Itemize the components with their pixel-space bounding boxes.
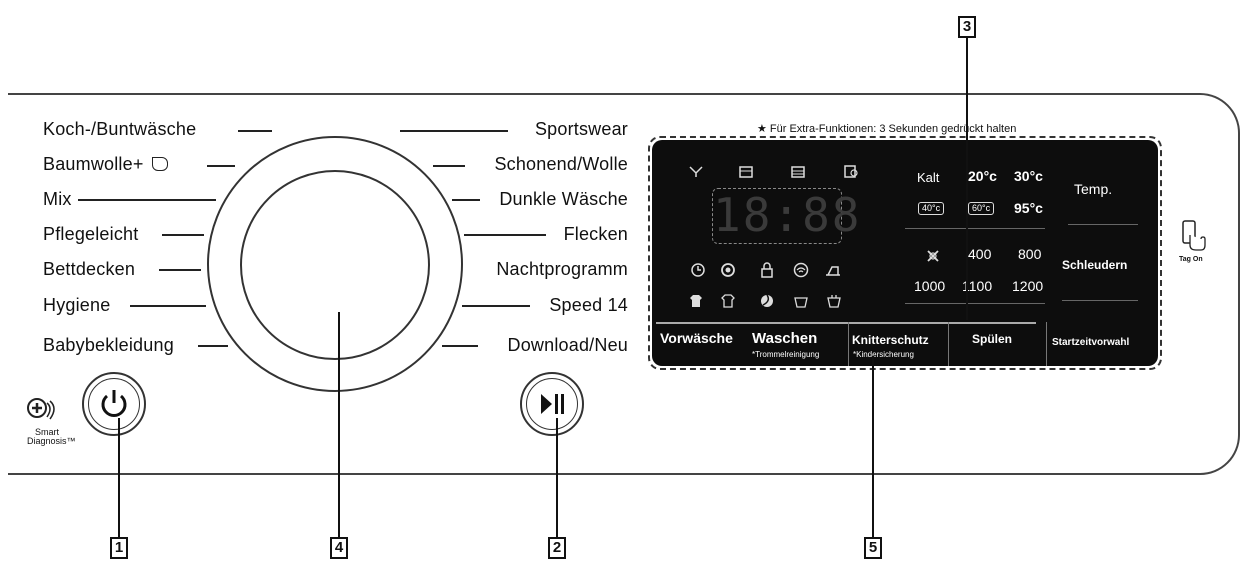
bottom-divider-3 xyxy=(1046,322,1047,366)
program-label-left-6: Babybekleidung xyxy=(43,335,174,355)
bottom-divider-2 xyxy=(948,322,949,366)
control-panel xyxy=(8,93,1240,475)
bottom-separator xyxy=(656,322,1036,324)
anti-crease-subtext: *Kindersicherung xyxy=(853,350,914,359)
program-label-left-4: Bettdecken xyxy=(43,259,136,279)
spin-option-1100: 1100 xyxy=(962,278,993,294)
program-tick-right-3 xyxy=(464,234,546,236)
prewash-icon xyxy=(688,163,704,181)
program-label-right-0: Sportswear xyxy=(534,119,628,139)
callout-1-line xyxy=(118,418,120,537)
steam-icon xyxy=(824,262,842,280)
program-label-left-1: Baumwolle+ xyxy=(43,154,168,174)
callout-1: 1 xyxy=(110,537,128,559)
prewash-button[interactable]: Vorwäsche xyxy=(660,330,733,346)
handwash-icon xyxy=(826,293,842,311)
program-tick-right-2 xyxy=(452,199,480,201)
temp-separator xyxy=(905,228,1045,229)
program-label-left-3: Pflegeleicht xyxy=(43,224,139,244)
child-lock-icon xyxy=(759,262,775,280)
program-label-right-6: Download/Neu xyxy=(507,335,628,355)
program-label-left-2: Mix xyxy=(43,189,72,209)
program-tick-right-6 xyxy=(442,345,478,347)
wash-button[interactable]: Waschen xyxy=(752,330,818,347)
wash-subtext: *Trommelreinigung xyxy=(752,350,820,359)
program-tick-right-5 xyxy=(462,305,530,307)
program-tick-left-2 xyxy=(78,199,216,201)
program-tick-left-5 xyxy=(130,305,206,307)
program-dial[interactable] xyxy=(207,136,463,392)
program-tick-left-6 xyxy=(198,345,228,347)
anti-crease-button[interactable]: Knitterschutz xyxy=(852,333,929,347)
display-panel xyxy=(652,140,1158,366)
spin-option-400: 400 xyxy=(968,246,992,262)
delay-start-button[interactable]: Startzeitvorwahl xyxy=(1052,337,1130,348)
temp-button[interactable]: Temp. xyxy=(1074,181,1113,197)
program-label-left-5: Hygiene xyxy=(43,295,111,315)
program-dial-center[interactable] xyxy=(240,170,430,360)
cloud-icon xyxy=(151,157,168,171)
wash-icon xyxy=(738,163,754,181)
swirl-icon xyxy=(759,293,775,311)
power-button[interactable] xyxy=(82,372,146,436)
callout-2: 2 xyxy=(548,537,566,559)
program-label-right-4: Nachtprogramm xyxy=(496,259,628,279)
rinse-button[interactable]: Spülen xyxy=(972,332,1013,346)
temp-option-4: 60°c xyxy=(968,202,995,215)
program-label-right-1: Schonend/Wolle xyxy=(494,154,628,174)
extra-function-note: ★ Für Extra-Funktionen: 3 Sekunden gedrü… xyxy=(757,123,1017,135)
callout-2-line xyxy=(556,418,558,537)
spin-option-1200: 1200 xyxy=(1012,278,1044,294)
temp-option-1: 20°c xyxy=(968,168,997,184)
callout-5-line xyxy=(872,356,874,537)
callout-5: 5 xyxy=(864,537,882,559)
time-display: 18:88 xyxy=(712,188,862,244)
spin-separator xyxy=(905,303,1045,304)
bottom-divider-1 xyxy=(848,322,849,366)
program-tick-left-4 xyxy=(159,269,201,271)
program-label-right-5: Speed 14 xyxy=(549,295,628,315)
smart-diagnosis-icon[interactable] xyxy=(26,397,56,427)
wifi-icon xyxy=(793,262,809,280)
callout-4-line xyxy=(338,312,340,537)
basin-icon xyxy=(793,293,809,311)
spin-icon xyxy=(843,163,859,181)
program-label-right-3: Flecken xyxy=(563,224,628,244)
callout-3-line xyxy=(966,38,968,320)
temp-option-3: 40°c xyxy=(918,202,945,215)
program-tick-right-1 xyxy=(433,165,465,167)
program-label-right-2: Dunkle Wäsche xyxy=(499,189,628,209)
spin-option-1000: 1000 xyxy=(914,278,946,294)
program-tick-right-0 xyxy=(400,130,508,132)
rinse-icon xyxy=(790,163,806,181)
shirt-icon-1 xyxy=(688,293,704,311)
no-spin-icon xyxy=(926,249,940,265)
program-tick-left-1 xyxy=(207,165,235,167)
clock-icon xyxy=(690,262,706,280)
tag-on-icon[interactable] xyxy=(1180,219,1208,258)
program-label-left-0: Koch-/Buntwäsche xyxy=(43,119,197,139)
temp-button-underline xyxy=(1068,224,1138,225)
spin-button-underline xyxy=(1062,300,1138,301)
callout-4: 4 xyxy=(330,537,348,559)
tub-clean-icon xyxy=(720,262,738,280)
spin-button[interactable]: Schleudern xyxy=(1062,258,1128,272)
smart-diagnosis-label: Smart Diagnosis™ xyxy=(27,427,76,446)
tag-on-label: Tag On xyxy=(1179,256,1203,263)
temp-option-0: Kalt xyxy=(917,170,940,185)
start-pause-button[interactable] xyxy=(520,372,584,436)
temp-option-5: 95°c xyxy=(1014,200,1043,216)
callout-3: 3 xyxy=(958,16,976,38)
shirt-icon-2 xyxy=(720,293,736,311)
program-tick-left-3 xyxy=(162,234,204,236)
display-dashed-outline xyxy=(648,136,1162,370)
program-tick-left-0 xyxy=(238,130,272,132)
spin-option-800: 800 xyxy=(1018,246,1042,262)
temp-option-2: 30°c xyxy=(1014,168,1043,184)
